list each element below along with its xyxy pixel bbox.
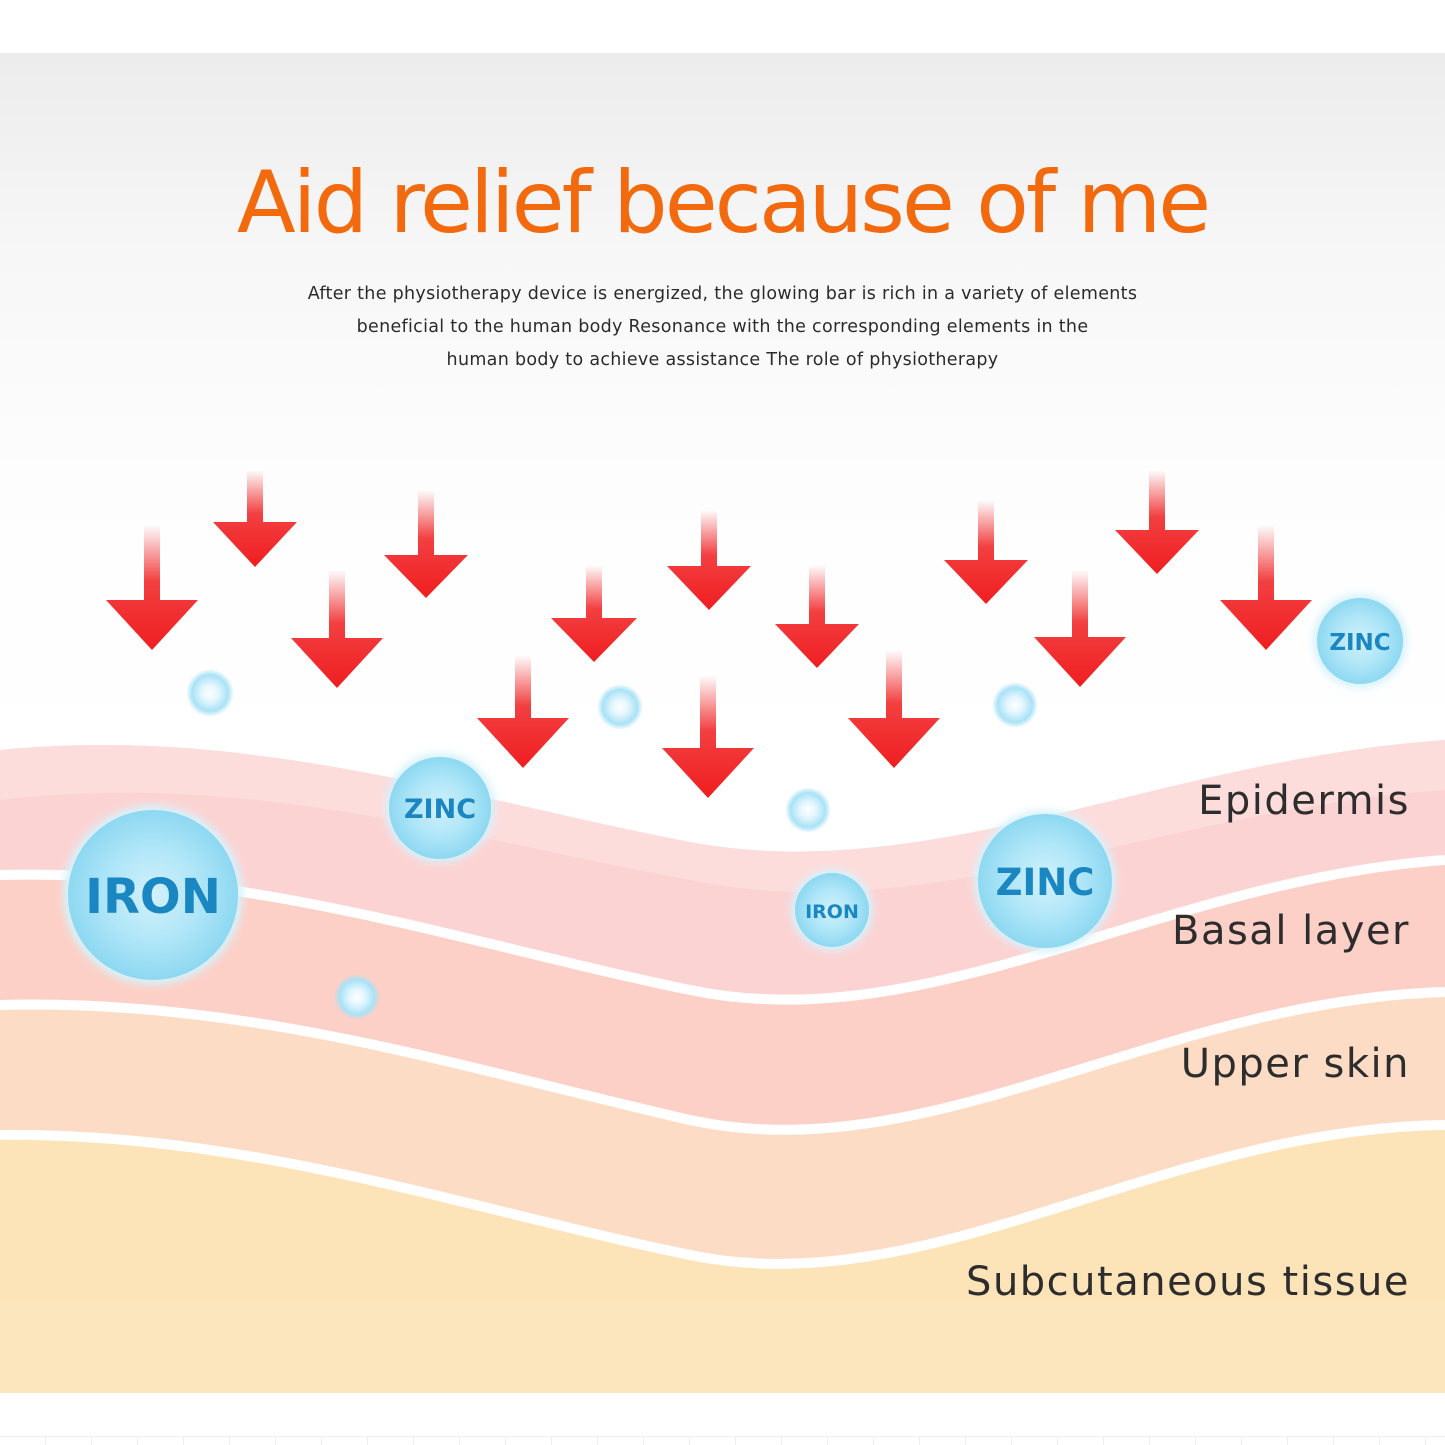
glow-particle xyxy=(992,682,1038,728)
infographic-panel: Aid relief because of me After the physi… xyxy=(0,53,1445,1393)
footer-grid xyxy=(0,1436,1445,1445)
glow-particle xyxy=(334,974,380,1020)
layer-label-epidermis: Epidermis xyxy=(1198,778,1410,824)
arrow-13 xyxy=(1115,470,1199,574)
glow-particles xyxy=(186,669,1038,1020)
epidermis-highlight xyxy=(0,740,1445,893)
arrow-14 xyxy=(1220,525,1312,650)
subcutaneous-fade xyxy=(0,1300,1445,1393)
arrow-9 xyxy=(775,565,859,668)
arrow-7 xyxy=(667,510,751,610)
arrow-2 xyxy=(213,470,297,567)
zinc-sphere-mid: ZINC xyxy=(974,810,1116,952)
glow-particle xyxy=(597,684,643,730)
zinc-sphere-left: ZINC xyxy=(385,753,495,863)
description-line-3: human body to achieve assistance The rol… xyxy=(446,350,999,370)
glow-particle xyxy=(785,787,831,833)
arrow-10 xyxy=(848,650,940,768)
zinc-sphere-top-right: ZINC xyxy=(1313,594,1407,688)
energy-arrows xyxy=(106,470,1312,798)
glow-particle xyxy=(186,669,234,717)
arrow-11 xyxy=(944,500,1028,604)
arrow-3 xyxy=(291,570,383,688)
description: After the physiotherapy device is energi… xyxy=(250,278,1195,377)
iron-label-small: IRON xyxy=(805,901,859,923)
description-line-2: beneficial to the human body Resonance w… xyxy=(356,317,1089,337)
arrow-12 xyxy=(1034,570,1126,687)
skin-diagram: IRON ZINC ZINC IRON ZINC xyxy=(0,470,1445,1393)
arrow-5 xyxy=(477,655,569,768)
iron-label-large: IRON xyxy=(85,869,221,925)
iron-sphere-large: IRON xyxy=(63,805,243,985)
zinc-label-left: ZINC xyxy=(404,794,476,825)
iron-sphere-small: IRON xyxy=(791,869,873,951)
zinc-label-mid: ZINC xyxy=(996,861,1095,904)
zinc-label-top-right: ZINC xyxy=(1329,630,1390,656)
layer-label-subcutaneous: Subcutaneous tissue xyxy=(966,1259,1410,1305)
layer-label-basal: Basal layer xyxy=(1172,908,1410,954)
footer-strip xyxy=(0,1393,1445,1445)
arrow-4 xyxy=(384,490,468,598)
layer-label-upper-skin: Upper skin xyxy=(1180,1041,1410,1087)
arrow-1 xyxy=(106,525,198,650)
arrow-8 xyxy=(662,675,754,798)
basal-boundary xyxy=(0,987,1445,1135)
headline: Aid relief because of me xyxy=(236,153,1211,253)
description-line-1: After the physiotherapy device is energi… xyxy=(307,284,1138,304)
arrow-6 xyxy=(551,565,637,662)
upper-boundary xyxy=(0,1120,1445,1269)
